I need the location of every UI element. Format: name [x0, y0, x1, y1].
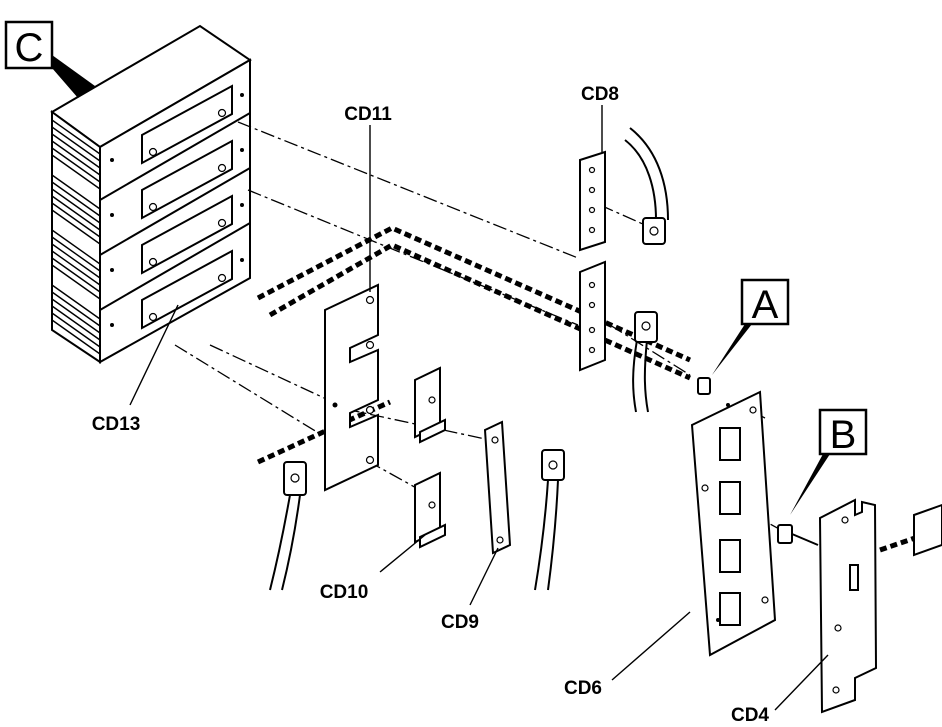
heatsink-assembly	[50, 24, 252, 364]
cd9-bar	[483, 420, 512, 555]
part-labels: CD11 CD8 CD13 CD10 CD9 CD6 CD4	[92, 84, 770, 726]
cd11-bracket	[324, 283, 379, 492]
cd8-plates	[579, 127, 669, 372]
label-cd11: CD11	[344, 104, 392, 125]
callout-a: A	[712, 278, 790, 375]
cables-lower	[269, 311, 658, 591]
cd4-bracket	[777, 498, 942, 714]
callout-b: B	[790, 408, 868, 515]
leader-lines	[129, 105, 829, 711]
cd6-board	[690, 377, 777, 657]
callout-c-text: C	[15, 26, 44, 70]
label-cd8: CD8	[581, 84, 619, 105]
callout-b-text: B	[830, 413, 857, 457]
label-cd9: CD9	[441, 612, 479, 633]
label-cd4: CD4	[731, 705, 769, 726]
label-cd10: CD10	[320, 582, 369, 603]
label-cd6: CD6	[564, 678, 602, 699]
callout-a-text: A	[752, 283, 779, 327]
label-cd13: CD13	[92, 414, 141, 435]
callout-c: C	[4, 20, 95, 98]
cd10-clips	[414, 366, 446, 549]
